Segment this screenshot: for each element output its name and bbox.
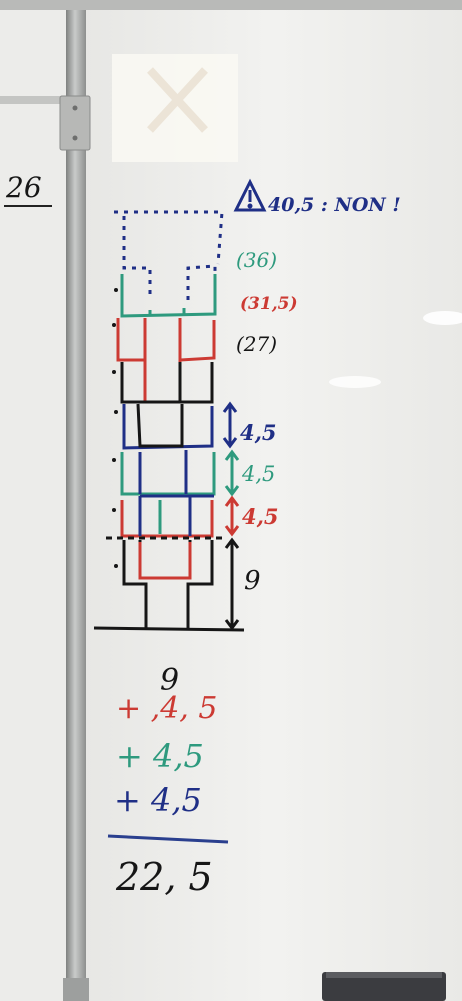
- step-label-red: 4,5: [242, 504, 279, 529]
- blue-arrow: [222, 401, 238, 449]
- dotted-top-outline: [114, 210, 224, 300]
- sum-line-1: 9: [160, 663, 180, 698]
- warning-text: 40,5 : NON !: [268, 194, 401, 216]
- left-board-number: 26: [6, 171, 42, 204]
- sum-underline: [107, 834, 229, 844]
- left-top-strip: [0, 96, 68, 104]
- eraser-top: [326, 972, 442, 978]
- step-label-teal: 4,5: [242, 462, 276, 486]
- sum-result: 22, 5: [116, 855, 213, 899]
- tower-label-red: (31,5): [240, 294, 298, 314]
- sum-line-2: + ,4, 5: [116, 691, 218, 726]
- blue-inner-2: [138, 450, 188, 494]
- black-arrow: [224, 537, 240, 631]
- glare: [423, 311, 462, 325]
- frame-divider: [66, 0, 86, 1001]
- step-label-base: 9: [244, 566, 261, 596]
- top-frame: [0, 0, 462, 10]
- reflection-cross: [147, 67, 208, 133]
- red-base-inner: [138, 542, 192, 580]
- blue-inner-3: [138, 494, 214, 536]
- black-layer: [120, 362, 214, 404]
- bottom-bracket: [63, 978, 89, 1001]
- hinge-screw: [72, 135, 78, 141]
- board-shading: [82, 8, 462, 1001]
- tower-label-teal: (36): [236, 248, 278, 272]
- dot-marks: [112, 288, 118, 568]
- tower-label-black: (27): [236, 332, 278, 356]
- teal-arrow: [224, 449, 240, 497]
- warning-triangle-icon: [233, 178, 267, 212]
- red-arrow: [224, 495, 240, 537]
- sum-line-3: + 4,5: [116, 737, 204, 775]
- eraser: [322, 972, 446, 1001]
- teal-layer: [120, 274, 217, 318]
- black-inner: [136, 403, 184, 448]
- ground-line: [93, 626, 245, 632]
- left-board-panel: [0, 8, 68, 1001]
- red-layer-2: [120, 500, 214, 538]
- hinge: [59, 95, 91, 151]
- step-label-blue: 4,5: [240, 420, 277, 445]
- teal-layer-2: [120, 452, 216, 496]
- hinge-screw: [72, 105, 78, 111]
- sum-line-4: + 4,5: [114, 781, 202, 819]
- glare-2: [329, 376, 381, 388]
